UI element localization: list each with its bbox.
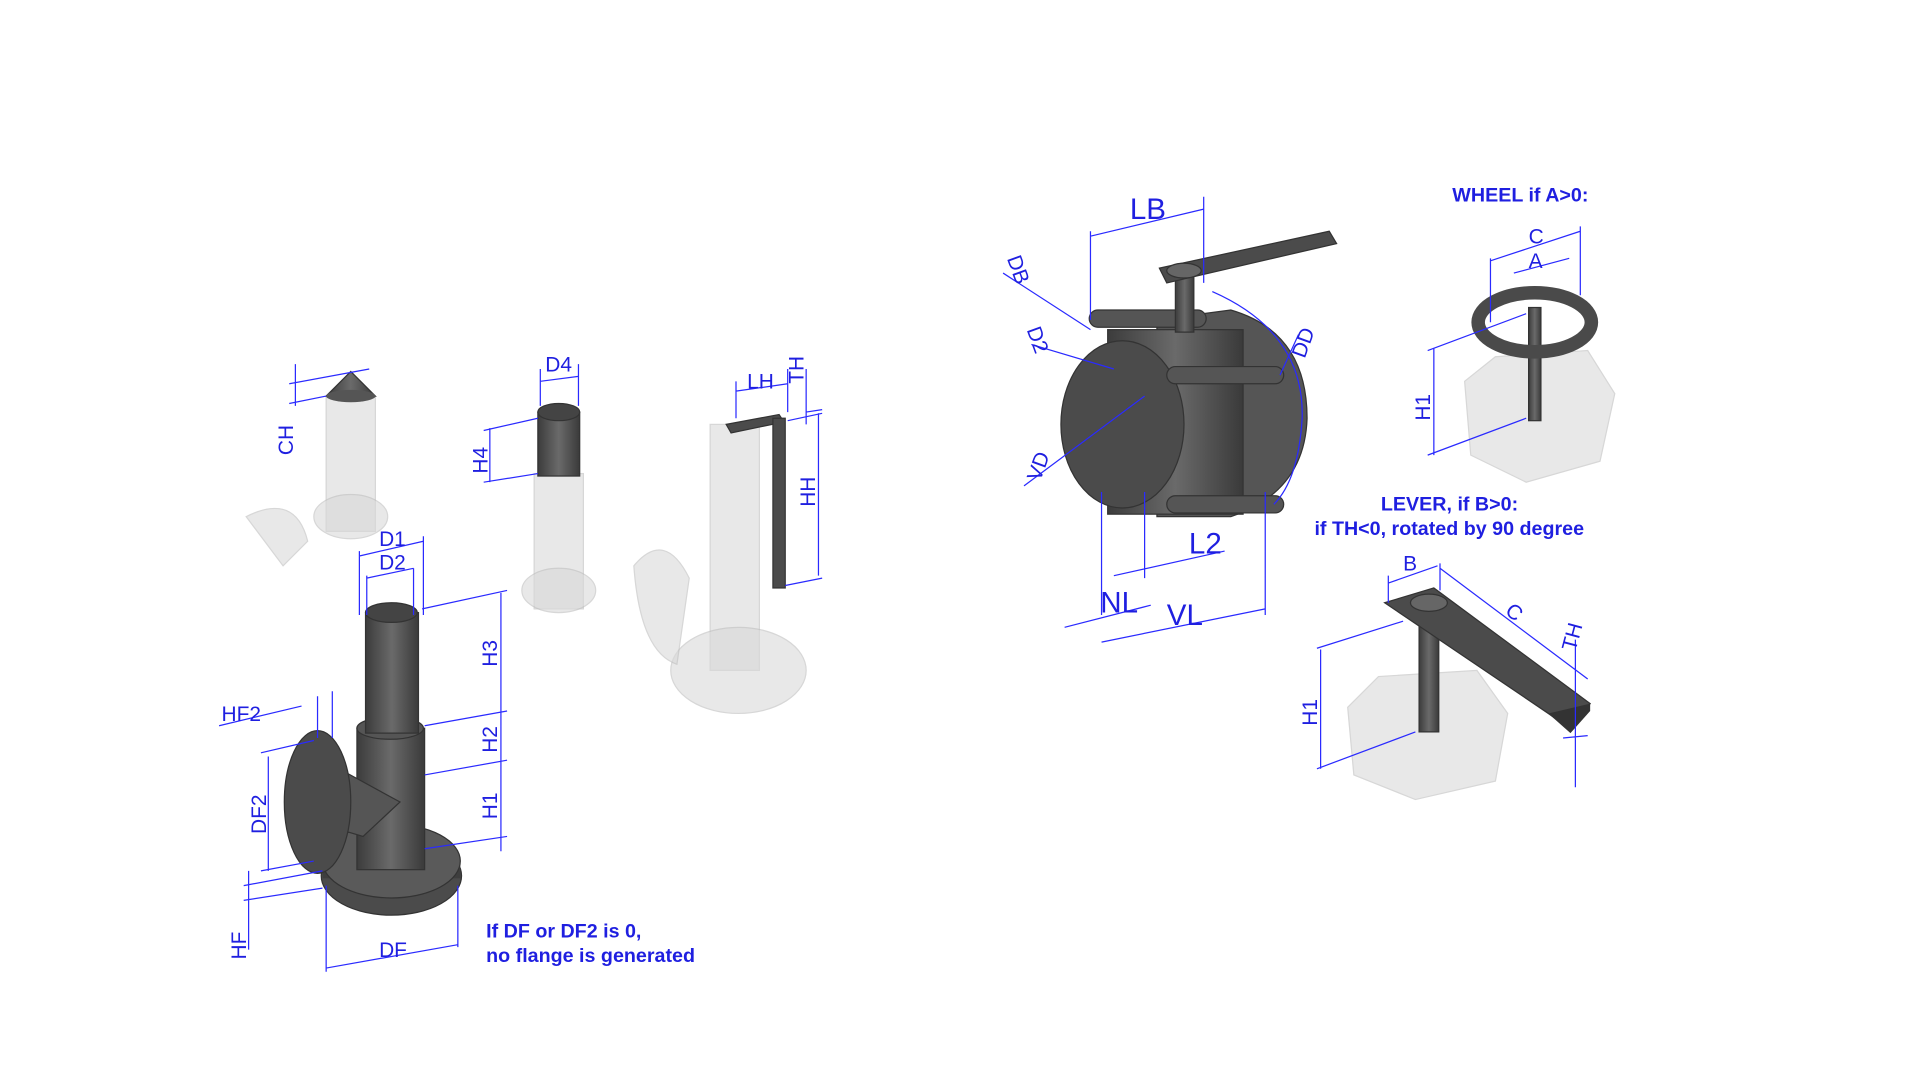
- label-H1-wheel: H1: [1412, 394, 1435, 421]
- label-TH-lever: TH: [1558, 620, 1587, 653]
- label-C-wheel: C: [1529, 226, 1544, 249]
- label-DB: DB: [1002, 252, 1034, 287]
- label-DF: DF: [379, 939, 407, 962]
- angle-valve-figure: D1 D2 H3 H2 H1 HF2 DF2 HF DF If DF or DF…: [218, 528, 695, 972]
- wheel-title: WHEEL if A>0:: [1452, 185, 1588, 207]
- label-DF2: DF2: [248, 794, 271, 833]
- label-VL: VL: [1167, 599, 1203, 632]
- label-C-lever: C: [1501, 599, 1527, 626]
- label-TH-tip: TH: [786, 356, 809, 384]
- label-L2: L2: [1189, 528, 1222, 561]
- lever-tip-figure: LH TH HH: [633, 356, 823, 715]
- label-A: A: [1529, 250, 1543, 273]
- flange-note-line2: no flange is generated: [486, 945, 695, 967]
- wheel-figure: WHEEL if A>0: C A H1: [1412, 185, 1616, 483]
- label-H1-lever: H1: [1299, 699, 1322, 726]
- label-H3: H3: [479, 640, 502, 667]
- flange-note-line1: If DF or DF2 is 0,: [486, 920, 641, 942]
- cone-tip-figure: CH: [245, 364, 389, 567]
- label-H4: H4: [469, 446, 492, 473]
- label-D2: D2: [379, 552, 406, 575]
- label-D4: D4: [545, 353, 572, 376]
- label-HH: HH: [797, 477, 820, 507]
- label-B: B: [1403, 553, 1417, 576]
- ball-valve-figure: LB DB D2 DD VD L2 NL VL: [1002, 193, 1338, 643]
- label-D1: D1: [379, 528, 406, 551]
- label-VD: VD: [1023, 449, 1055, 484]
- label-NL: NL: [1100, 587, 1138, 620]
- lever-title-line1: LEVER, if B>0:: [1381, 493, 1518, 515]
- label-DD: DD: [1288, 325, 1320, 361]
- lever-title-line2: if TH<0, rotated by 90 degree: [1314, 518, 1584, 540]
- label-H2: H2: [479, 726, 502, 753]
- label-D2-ball: D2: [1022, 324, 1053, 357]
- label-CH: CH: [275, 425, 298, 455]
- label-HF2: HF2: [222, 703, 262, 726]
- lever-figure: LEVER, if B>0: if TH<0, rotated by 90 de…: [1299, 493, 1592, 801]
- label-LB: LB: [1130, 193, 1166, 226]
- label-H1: H1: [479, 792, 502, 819]
- label-HF: HF: [228, 932, 251, 960]
- label-LH: LH: [747, 371, 774, 394]
- cylinder-tip-figure: D4 H4: [469, 353, 597, 614]
